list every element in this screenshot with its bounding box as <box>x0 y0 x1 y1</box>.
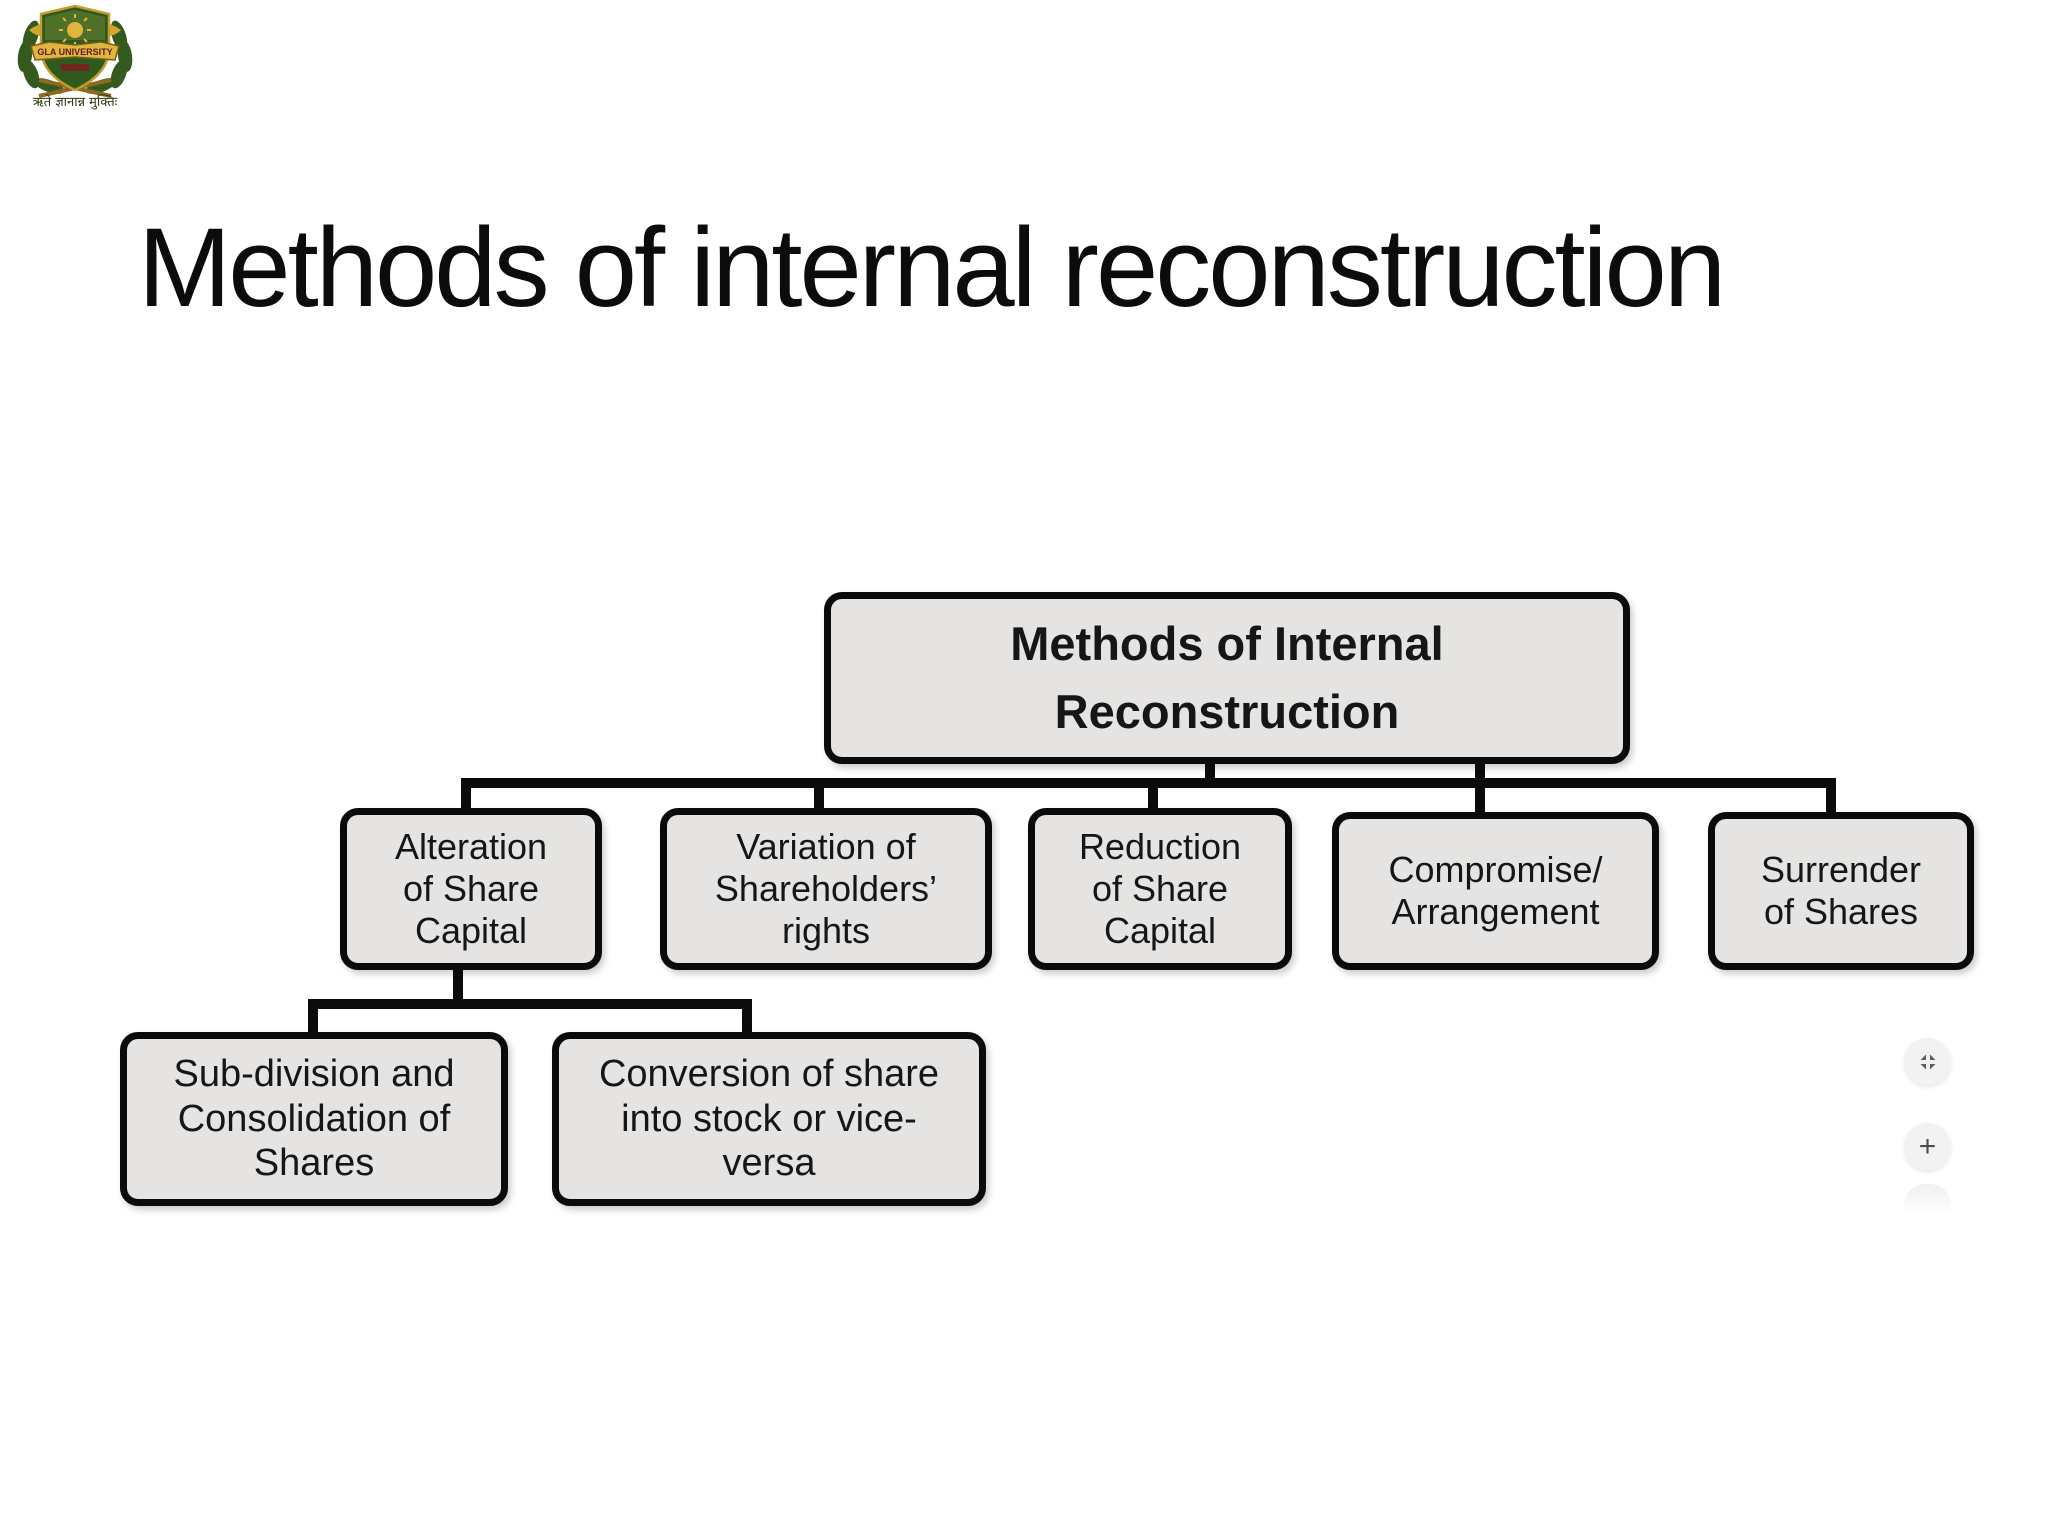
logo-motto: ऋते ज्ञानान्न मुक्तिः <box>32 95 118 110</box>
zoom-in-button[interactable]: + <box>1904 1123 1951 1170</box>
slide-title: Methods of internal reconstruction <box>138 205 1726 331</box>
plus-icon: + <box>1918 1129 1937 1163</box>
logo-banner-text: GLA UNIVERSITY <box>37 47 112 57</box>
node-conversion-of-share-into-stock: Conversion of share into stock or vice- … <box>552 1032 986 1206</box>
university-logo: GLA UNIVERSITY ऋते ज्ञानान्न मुक्तिः <box>8 2 142 109</box>
node-reduction-of-share-capital: Reduction of Share Capital <box>1028 808 1292 970</box>
node-label: Reduction of Share Capital <box>1078 826 1242 951</box>
node-label: Compromise/ Arrangement <box>1388 849 1603 932</box>
node-subdivision-and-consolidation-of-shares: Sub-division and Consolidation of Shares <box>120 1032 508 1206</box>
node-label: Conversion of share into stock or vice- … <box>598 1052 940 1185</box>
node-label: Surrender of Shares <box>1760 849 1922 932</box>
root-node-methods-of-internal-reconstruction: Methods of Internal Reconstruction <box>824 592 1630 764</box>
node-label: Variation of Shareholders’ rights <box>714 826 938 951</box>
node-alteration-of-share-capital: Alteration of Share Capital <box>340 808 602 970</box>
root-node-label: Methods of Internal Reconstruction <box>1010 616 1444 738</box>
zoom-out-button-partial[interactable] <box>1904 1184 1951 1214</box>
node-label: Alteration of Share Capital <box>394 826 548 951</box>
fit-to-screen-button[interactable] <box>1904 1038 1951 1085</box>
node-surrender-of-shares: Surrender of Shares <box>1708 812 1974 970</box>
viewer-zoom-controls: + <box>1904 1038 1952 1214</box>
university-crest: GLA UNIVERSITY <box>17 4 133 98</box>
node-compromise-arrangement: Compromise/ Arrangement <box>1332 812 1659 970</box>
node-variation-of-shareholders-rights: Variation of Shareholders’ rights <box>660 808 992 970</box>
node-label: Sub-division and Consolidation of Shares <box>173 1052 455 1185</box>
fit-to-screen-icon <box>1920 1054 1935 1069</box>
